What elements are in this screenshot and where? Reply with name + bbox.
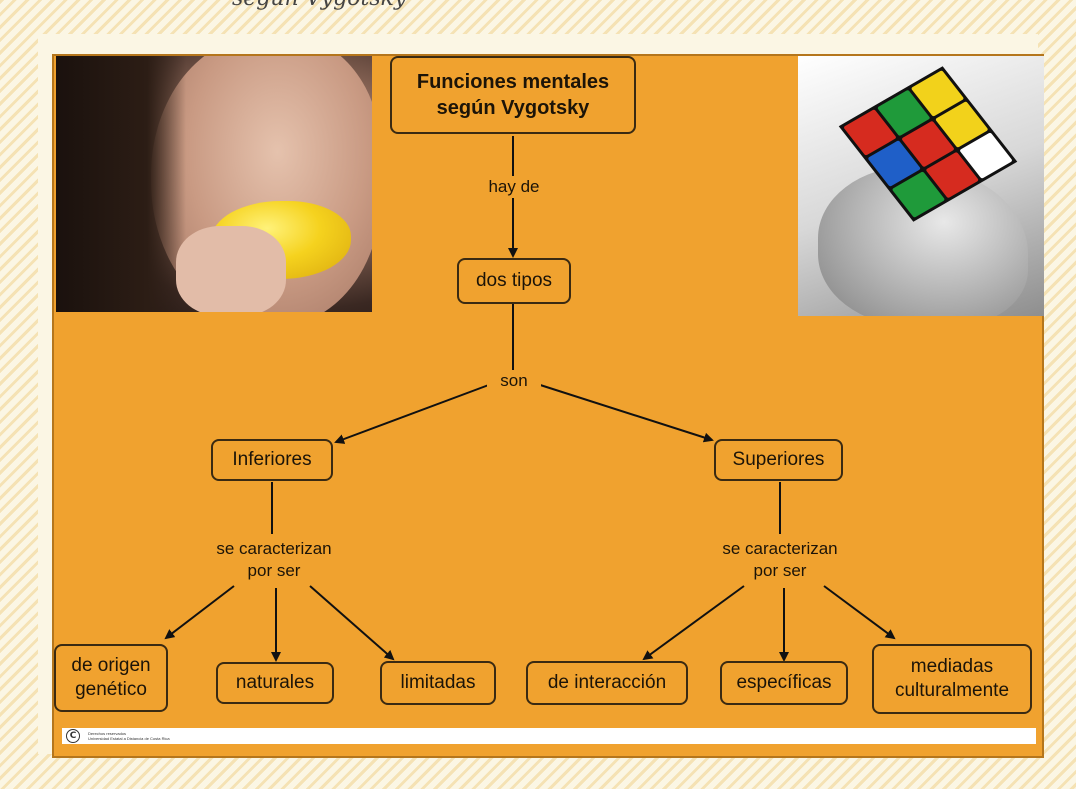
node-mediadas-culturalmente: mediadas culturalmente — [872, 644, 1032, 714]
concept-map-slide: Funciones mentales según Vygotsky hay de… — [52, 54, 1044, 758]
connector-lines — [164, 136, 896, 662]
node-inferiores: Inferiores — [211, 439, 333, 481]
link-label-hay-de: hay de — [474, 176, 554, 198]
node-superiores: Superiores — [714, 439, 843, 481]
node-de-origen-genetico: de origen genético — [54, 644, 168, 712]
connector-to-mediadas — [823, 585, 896, 640]
woman-biting-lemon-image — [56, 56, 372, 312]
node-limitadas: limitadas — [380, 661, 496, 705]
connector-son-inferiores — [334, 382, 495, 444]
copyright-icon: C — [66, 729, 80, 743]
title-node: Funciones mentales según Vygotsky — [390, 56, 636, 134]
node-dos-tipos: dos tipos — [457, 258, 571, 304]
link-label-caracterizan-right: se caracterizan por ser — [696, 538, 864, 582]
hair-shape — [56, 56, 186, 312]
node-naturales: naturales — [216, 662, 334, 704]
rubiks-cube-hand-image — [798, 56, 1044, 316]
link-label-son: son — [487, 370, 541, 392]
connector-to-interaccion — [642, 585, 745, 661]
copyright-footer: C Derechos reservados Universidad Estata… — [62, 728, 1036, 744]
fingers-shape — [176, 226, 286, 312]
node-especificas: específicas — [720, 661, 848, 705]
connector-to-limitadas — [309, 585, 395, 661]
connector-to-origen — [164, 585, 235, 640]
connector-son-superiores — [533, 382, 714, 443]
link-label-caracterizan-left: se caracterizan por ser — [190, 538, 358, 582]
header-caption: según Vygotsky — [232, 0, 406, 11]
node-de-interaccion: de interacción — [526, 661, 688, 705]
footer-text: Derechos reservados Universidad Estatal … — [88, 731, 170, 741]
